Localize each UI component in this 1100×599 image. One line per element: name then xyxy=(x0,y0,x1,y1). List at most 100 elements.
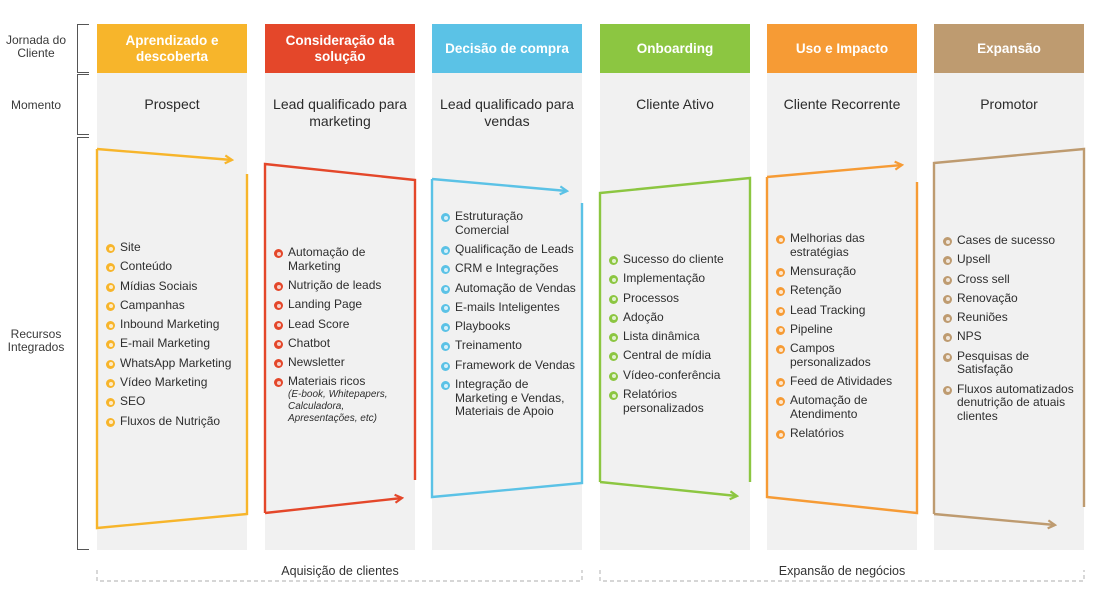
resource-item: Lead Score xyxy=(265,317,415,332)
resource-label: Reuniões xyxy=(957,310,1008,325)
bullet-icon xyxy=(943,256,952,266)
resource-item: Nutrição de leads xyxy=(265,278,415,293)
resource-label: Framework de Vendas xyxy=(455,357,576,372)
resource-label: Relatórios xyxy=(790,426,845,441)
resource-label: E-mail Marketing xyxy=(120,336,211,351)
resource-note: (E-book, Whitepapers, Calculadora, Apres… xyxy=(288,389,388,425)
bullet-icon xyxy=(106,244,115,253)
resource-label: Automação de Atendimento xyxy=(790,393,868,422)
resource-label: Relatórios personalizados xyxy=(623,387,704,415)
bullet-icon xyxy=(441,284,450,294)
resource-label: Fluxos automatizados denutrição de atuai… xyxy=(957,381,1074,424)
resource-item: Implementação xyxy=(600,271,750,286)
bullet-icon xyxy=(441,342,450,352)
bullet-icon xyxy=(274,320,283,330)
resource-label: Integração de Marketing e Vendas, Materi… xyxy=(455,377,565,419)
bullet-icon xyxy=(274,249,283,258)
bracket-momento xyxy=(77,74,89,135)
resource-item: Feed de Atividades xyxy=(767,374,917,389)
bullet-icon xyxy=(274,339,283,349)
resource-label: Estruturação Comercial xyxy=(455,209,524,237)
resource-item: Automação de Vendas xyxy=(432,280,582,296)
bullet-icon xyxy=(609,275,618,285)
resource-item: Inbound Marketing xyxy=(97,317,247,332)
bullet-icon xyxy=(776,378,785,388)
resource-label: CRM e Integrações xyxy=(455,261,559,276)
label-aquisicao: Aquisição de clientes xyxy=(240,564,440,578)
bullet-icon xyxy=(106,398,115,408)
resource-label: Fluxos de Nutrição xyxy=(120,413,221,428)
resource-label: Campos personalizados xyxy=(790,341,871,369)
resource-item: Pipeline xyxy=(767,322,917,337)
bullet-icon xyxy=(441,213,450,222)
bullet-icon xyxy=(609,352,618,362)
resource-label: Melhorias das estratégias xyxy=(790,231,865,259)
resource-label: Vídeo-conferência xyxy=(623,367,721,382)
stage-moment: Lead qualificado para marketing xyxy=(273,96,407,129)
resource-item: Sucesso do cliente xyxy=(600,252,750,267)
resource-item: Relatórios personalizados xyxy=(600,387,750,415)
resource-label: Qualificação de Leads xyxy=(455,242,574,256)
resource-label: Newsletter xyxy=(288,355,345,370)
resource-label: Pesquisas de Satisfação xyxy=(957,348,1030,377)
bullet-icon xyxy=(274,282,283,291)
resource-label: Nutrição de leads xyxy=(288,278,382,292)
resource-item: Qualificação de Leads xyxy=(432,242,582,257)
resource-label: Processos xyxy=(623,290,680,305)
stage-column-uso: Uso e Impacto Cliente Recorrente Melhori… xyxy=(767,24,917,550)
resource-item: WhatsApp Marketing xyxy=(97,356,247,371)
resource-label: NPS xyxy=(957,329,982,344)
resource-item: Landing Page xyxy=(265,297,415,312)
resource-item: Campos personalizados xyxy=(767,341,917,369)
bullet-icon xyxy=(776,306,785,316)
bullet-icon xyxy=(106,263,115,273)
stage-header: Decisão de compra xyxy=(432,24,582,73)
resource-item: Processos xyxy=(600,290,750,306)
bullet-icon xyxy=(274,301,283,311)
stage-header: Consideração da solução xyxy=(265,24,415,73)
resource-label: Implementação xyxy=(623,271,706,286)
bullet-icon xyxy=(609,256,618,265)
resource-item: Conteúdo xyxy=(97,259,247,274)
bullet-icon xyxy=(274,359,283,369)
bullet-icon xyxy=(776,287,785,297)
resource-label: Automação de Vendas xyxy=(455,280,576,295)
stage-column-consideracao: Consideração da solução Lead qualificado… xyxy=(265,24,415,550)
bullet-icon xyxy=(106,282,115,292)
resource-item: Adoção xyxy=(600,310,750,325)
resource-item: Reuniões xyxy=(934,310,1084,325)
resource-item: Lead Tracking xyxy=(767,303,917,318)
resource-item: Estruturação Comercial xyxy=(432,209,582,237)
bullet-icon xyxy=(776,430,785,440)
bullet-icon xyxy=(441,303,450,313)
stage-moment: Cliente Ativo xyxy=(636,96,714,112)
resource-label: Chatbot xyxy=(288,335,331,350)
bullet-icon xyxy=(943,352,952,362)
stage-moment: Prospect xyxy=(144,96,200,112)
bullet-icon xyxy=(441,323,450,333)
resource-item: SEO xyxy=(97,395,247,409)
bullet-icon xyxy=(943,237,952,246)
bracket-recursos xyxy=(77,137,89,550)
resource-item: Vídeo-conferência xyxy=(600,367,750,383)
resource-item: Automação de Atendimento xyxy=(767,394,917,421)
resource-label: Upsell xyxy=(957,252,991,267)
resource-label: Materiais ricos xyxy=(288,374,366,389)
resource-item: CRM e Integrações xyxy=(432,261,582,276)
bullet-icon xyxy=(609,313,618,323)
bullet-icon xyxy=(106,379,115,389)
resource-label: Lista dinâmica xyxy=(623,329,700,344)
bullet-icon xyxy=(776,268,785,277)
resource-label: Feed de Atividades xyxy=(790,374,893,389)
resource-item: Automação de Marketing xyxy=(265,245,415,273)
bullet-icon xyxy=(106,417,115,427)
bullet-icon xyxy=(776,397,785,407)
stage-header: Aprendizado e descoberta xyxy=(97,24,247,73)
stage-header: Onboarding xyxy=(600,24,750,73)
resource-label: Vídeo Marketing xyxy=(120,375,208,390)
